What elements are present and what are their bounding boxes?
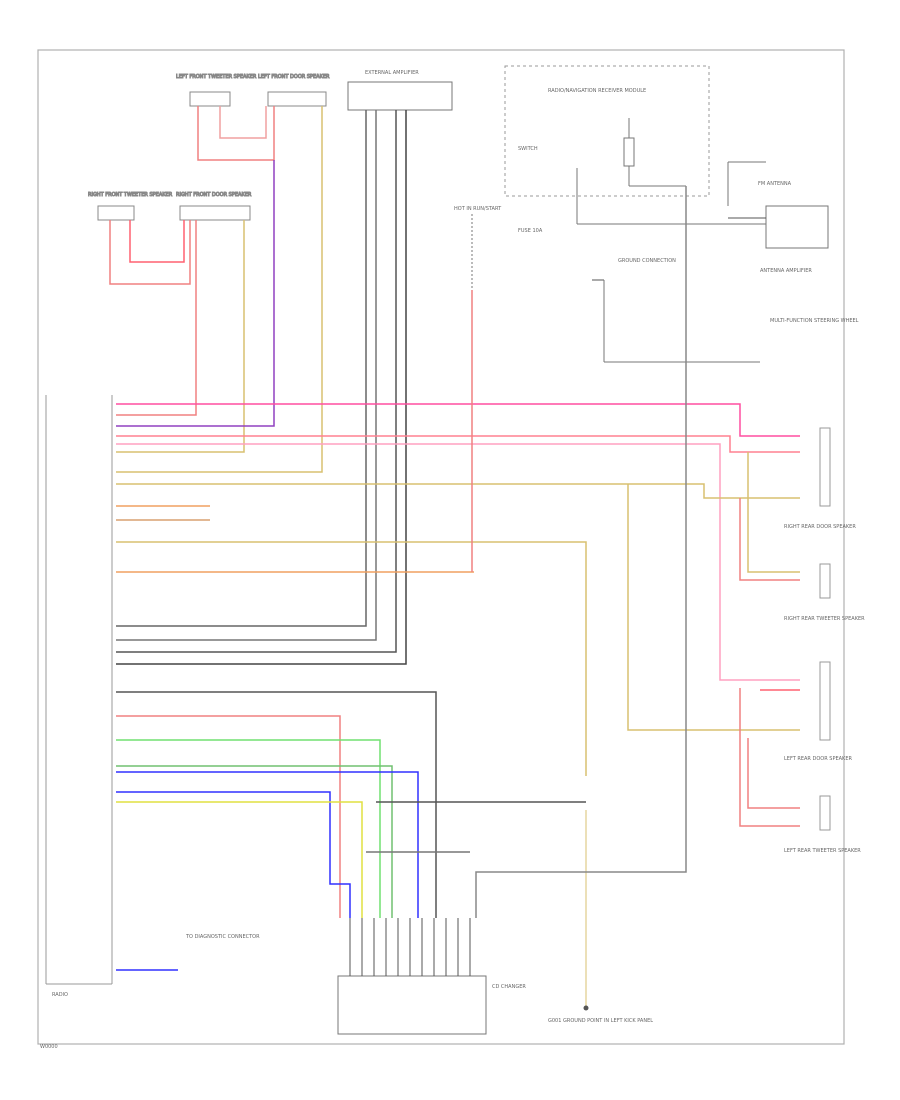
ground-connection-block: GROUND CONNECTION MULTI-FUNCTION STEERIN… xyxy=(592,258,859,363)
rf-door-label: RIGHT FRONT DOOR SPEAKER xyxy=(176,192,252,198)
cd-changer-pins xyxy=(349,918,471,976)
antenna-amplifier: ANTENNA AMPLIFIER FM ANTENNA xyxy=(727,161,829,274)
lr-door-label: LEFT REAR DOOR SPEAKER xyxy=(784,756,852,762)
rr-tweeter-label: RIGHT REAR TWEETER SPEAKER xyxy=(784,616,865,622)
multi-function-label: MULTI-FUNCTION STEERING WHEEL xyxy=(770,318,859,324)
amplifier-wires xyxy=(116,110,407,665)
rf-tweeter-label: RIGHT FRONT TWEETER SPEAKER xyxy=(88,192,173,198)
gnd-connection-label: GROUND CONNECTION xyxy=(618,258,676,264)
lr-tweeter-label: LEFT REAR TWEETER SPEAKER xyxy=(784,848,861,854)
hot-run-label: HOT IN RUN/START xyxy=(454,206,502,212)
radio-unit-connector: RADIO xyxy=(45,395,113,998)
rf-speakers-connector: RIGHT FRONT TWEETER SPEAKER RIGHT FRONT … xyxy=(88,192,252,221)
external-amplifier: EXTERNAL AMPLIFIER xyxy=(347,70,453,111)
rear-speaker-wires xyxy=(739,452,800,827)
external-amplifier-label: EXTERNAL AMPLIFIER xyxy=(365,70,419,76)
cd-changer-label: CD CHANGER xyxy=(492,984,526,990)
lf-tweeter-label: LEFT FRONT TWEETER SPEAKER xyxy=(176,74,257,80)
lf-speakers-connector: LEFT FRONT TWEETER SPEAKER LEFT FRONT DO… xyxy=(176,74,331,107)
top-speaker-wires xyxy=(109,106,323,473)
fm-antenna-label: FM ANTENNA xyxy=(758,181,792,187)
radio-switch-label: SWITCH xyxy=(518,146,538,152)
radio-navigation-module: RADIO/NAVIGATION RECEIVER MODULE SWITCH xyxy=(504,65,766,225)
cd-changer-wires xyxy=(116,186,687,971)
harness-wires xyxy=(116,290,800,776)
antenna-amplifier-label: ANTENNA AMPLIFIER xyxy=(760,268,812,274)
diagram-frame xyxy=(37,49,845,1045)
fuse-label: FUSE 10A xyxy=(518,228,543,234)
radio-unit-label: RADIO xyxy=(52,992,68,998)
radio-module-label: RADIO/NAVIGATION RECEIVER MODULE xyxy=(548,88,646,94)
cd-changer: CD CHANGER xyxy=(337,975,526,1035)
right-speakers: RIGHT REAR DOOR SPEAKER RIGHT REAR TWEET… xyxy=(784,427,865,854)
ground-label: G001 GROUND POINT IN LEFT KICK PANEL xyxy=(548,1018,653,1024)
footer-label: W0000 xyxy=(40,1044,58,1050)
ground-point: G001 GROUND POINT IN LEFT KICK PANEL xyxy=(548,810,653,1024)
fuse-block: HOT IN RUN/START FUSE 10A xyxy=(454,206,543,290)
diag-label: TO DIAGNOSTIC CONNECTOR xyxy=(185,934,260,940)
lf-door-label: LEFT FRONT DOOR SPEAKER xyxy=(258,74,330,80)
rr-door-label: RIGHT REAR DOOR SPEAKER xyxy=(784,524,856,530)
